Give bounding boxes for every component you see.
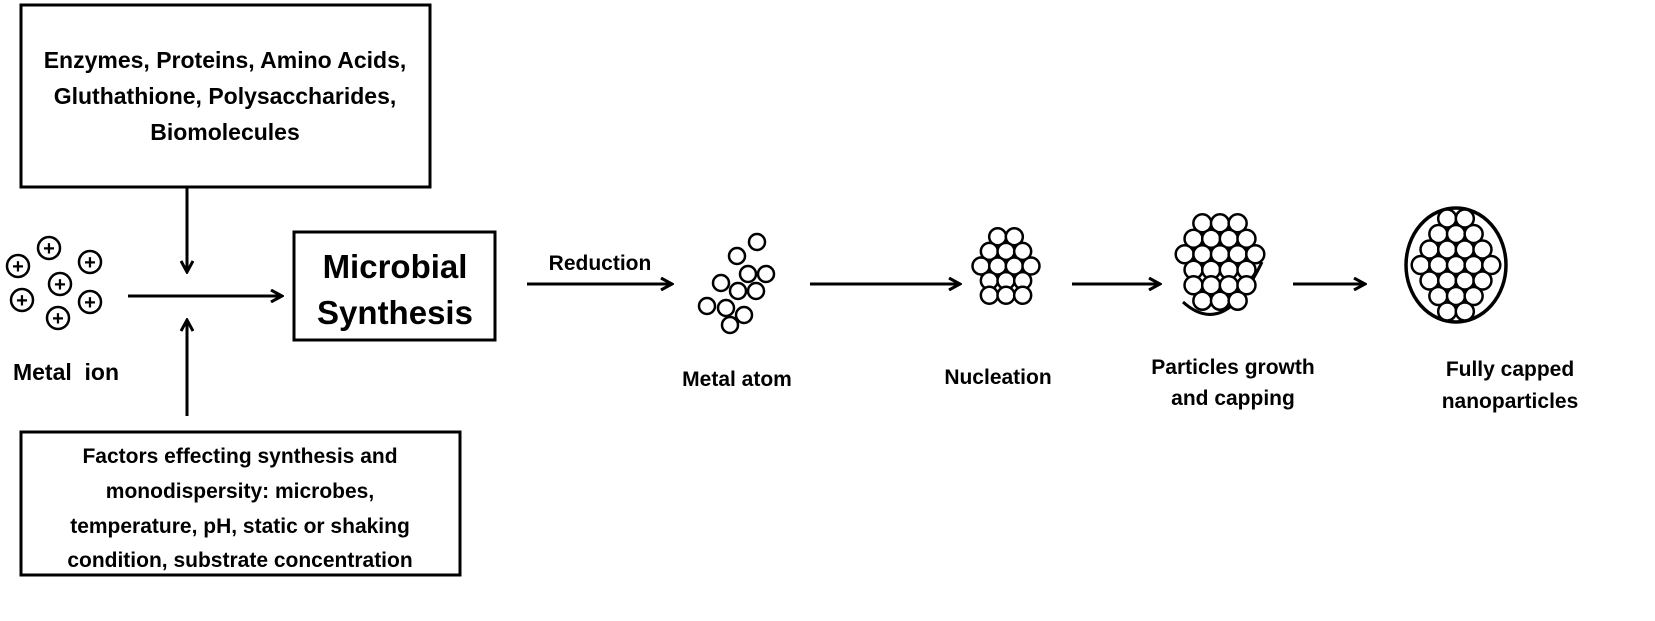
- growth-atom-icon: [1192, 290, 1213, 311]
- metal-atom-icon: [716, 298, 736, 318]
- metal-ion-icon: [36, 235, 62, 261]
- nucleation-cluster: [971, 227, 1041, 305]
- growth-atom-icon: [1236, 274, 1257, 296]
- capped-atom-icon: [1481, 254, 1502, 276]
- growth-atom-icon: [1227, 290, 1248, 311]
- nucleus-atom-icon: [1004, 227, 1025, 247]
- growth-label: Particles growth: [1151, 356, 1314, 379]
- metal-ion-icon: [47, 271, 73, 297]
- nucleus-atom-icon: [1012, 285, 1033, 305]
- metal-atom-label: Metal atom: [682, 368, 792, 391]
- nucleus-atom-icon: [996, 285, 1016, 305]
- growth-cluster: [1174, 213, 1266, 316]
- capped-atom-icon: [1454, 301, 1476, 322]
- metal-ions: + + + + + + +: [5, 235, 103, 331]
- capped-atom-icon: [1436, 301, 1458, 322]
- factors-line: temperature, pH, static or shaking: [70, 515, 410, 538]
- metal-atom-icon: [697, 296, 717, 316]
- growth-atom-icon: [1236, 228, 1257, 250]
- plus-icon: +: [12, 256, 24, 278]
- metal-atom-icon: [738, 264, 758, 284]
- plus-icon: +: [84, 252, 96, 274]
- metal-ion-icon: [77, 249, 103, 275]
- nucleus-atom-icon: [1012, 241, 1033, 262]
- metal-atom-icon: [727, 246, 747, 266]
- metal-atom-icon: [747, 232, 767, 252]
- factors-line: Factors effecting synthesis and: [82, 445, 397, 468]
- plus-icon: +: [52, 308, 64, 330]
- factors-line: condition, substrate concentration: [67, 549, 412, 572]
- capped-label: Fully capped: [1446, 358, 1574, 381]
- plus-icon: +: [54, 274, 66, 296]
- biomolecules-box: Enzymes, Proteins, Amino Acids, Gluthath…: [19, 3, 432, 189]
- capped-atom-icon: [1454, 208, 1476, 229]
- plus-icon: +: [43, 238, 55, 260]
- metal-ion-icon: [45, 305, 71, 331]
- capped-atom-icon: [1472, 270, 1493, 291]
- factors-line: monodispersity: microbes,: [106, 480, 374, 503]
- capping-arc: [1181, 261, 1264, 316]
- biomolecules-line: Gluthathione, Polysaccharides,: [54, 83, 397, 109]
- capped-atom-icon: [1463, 223, 1484, 245]
- growth-atom-icon: [1245, 244, 1266, 265]
- microbial-synthesis-box: Microbial Synthesis: [292, 230, 497, 342]
- nucleus-atom-icon: [979, 285, 1000, 305]
- nucleation-label: Nucleation: [944, 366, 1051, 389]
- metal-atom-icon: [746, 281, 766, 301]
- plus-icon: +: [84, 292, 96, 314]
- metal-atom-icon: [734, 305, 754, 325]
- metal-atom-icon: [756, 264, 776, 284]
- reduction-label: Reduction: [549, 252, 652, 275]
- metal-atom-icon: [711, 273, 731, 293]
- nucleus-atom-icon: [1021, 256, 1041, 276]
- biomolecules-line: Enzymes, Proteins, Amino Acids,: [44, 47, 407, 73]
- center-line: Synthesis: [317, 294, 473, 331]
- factors-box: Factors effecting synthesis and monodisp…: [19, 430, 462, 577]
- metal-ion-label: Metal ion: [13, 359, 119, 385]
- center-line: Microbial: [323, 248, 468, 285]
- growth-atom-icon: [1227, 213, 1248, 234]
- capped-atom-icon: [1463, 285, 1484, 307]
- biomolecules-line: Biomolecules: [150, 119, 300, 145]
- growth-atom-icon: [1209, 290, 1231, 311]
- metal-atoms: [697, 232, 776, 335]
- capped-atom-icon: [1472, 239, 1493, 260]
- plus-icon: +: [16, 290, 28, 312]
- metal-atom-icon: [720, 315, 740, 335]
- capped-nanoparticle: [1404, 206, 1508, 324]
- metal-ion-icon: [77, 289, 103, 315]
- capped-label: nanoparticles: [1442, 390, 1579, 413]
- capping-shell: [1404, 206, 1508, 324]
- metal-ion-icon: [9, 287, 35, 313]
- metal-ion-icon: [5, 253, 31, 279]
- metal-atom-icon: [728, 281, 748, 301]
- growth-label: and capping: [1171, 387, 1295, 410]
